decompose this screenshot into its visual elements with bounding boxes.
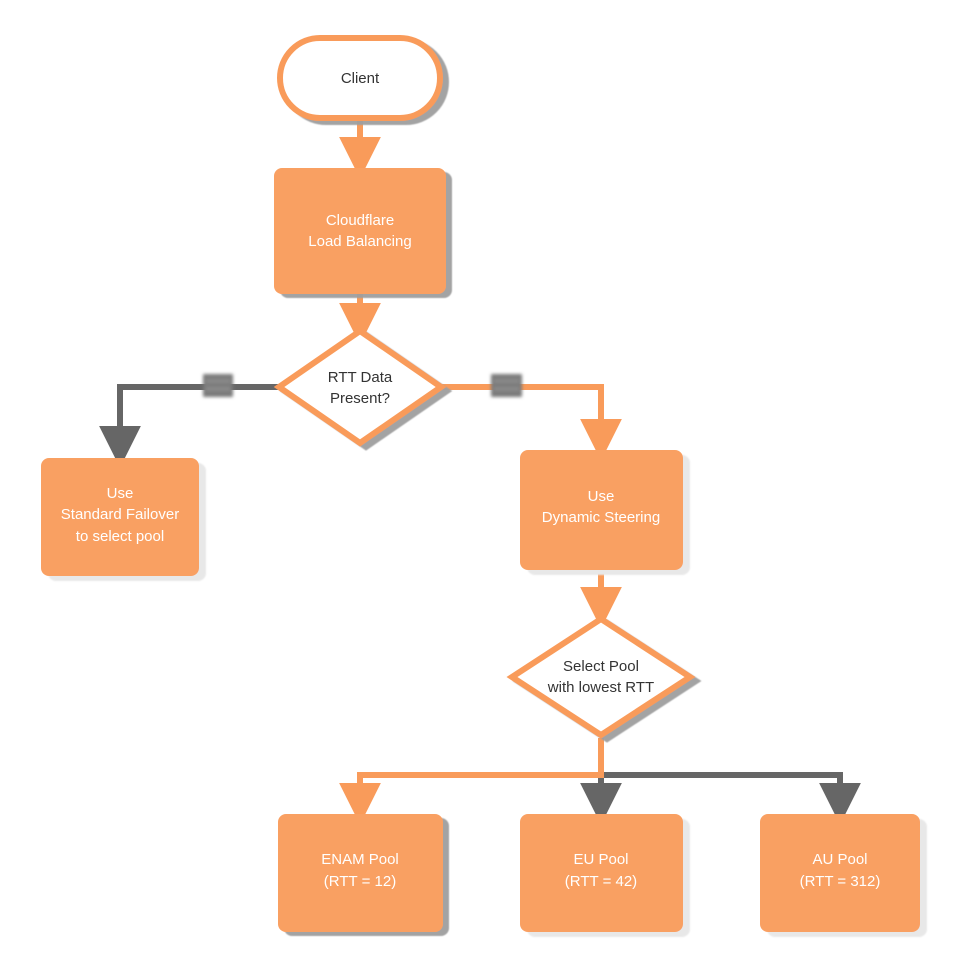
- dynamic-steering-label-line1: Use: [588, 488, 615, 505]
- enam-paren-close: ): [391, 873, 396, 890]
- edge-label-yes: [491, 374, 522, 397]
- cloudflare-load-balancing-shape: [274, 168, 446, 294]
- edge-label-yes-strip-a: [494, 379, 519, 383]
- enam-pool-label-line2: (RTT = 12): [324, 873, 396, 890]
- enam-pool-shape: [278, 814, 443, 932]
- au-pool-label-line1: AU Pool: [812, 851, 867, 868]
- edge-label-layer: [203, 374, 522, 397]
- rtt-data-present-label-line1: RTT Data: [328, 369, 393, 386]
- eu-pool-node[interactable]: EU Pool (RTT = 42): [520, 814, 683, 932]
- rtt-data-present-label-line2: Present?: [330, 390, 390, 407]
- client-node[interactable]: Client: [277, 35, 443, 121]
- node-layer: Client Cloudflare Load Balancing RTT Dat…: [41, 35, 920, 932]
- au-pool-label-line2: (RTT = 312): [800, 873, 881, 890]
- select-pool-shape: [506, 615, 696, 739]
- client-label: Client: [341, 70, 380, 87]
- enam-rtt-value: RTT = 12: [329, 873, 391, 890]
- dynamic-steering-label-line2: Dynamic Steering: [542, 509, 660, 526]
- standard-failover-label-line3: to select pool: [76, 528, 164, 545]
- au-pool-shape: [760, 814, 920, 932]
- dynamic-steering-node[interactable]: Use Dynamic Steering: [520, 450, 683, 570]
- enam-paren-open: (: [324, 873, 329, 890]
- edge-label-no-strip-b: [206, 387, 230, 391]
- rtt-data-present-decision[interactable]: RTT Data Present?: [273, 327, 447, 447]
- edge-select-pool-to-au: [601, 772, 861, 825]
- rtt-data-present-shape: [273, 327, 447, 447]
- eu-pool-shape: [520, 814, 683, 932]
- enam-pool-node[interactable]: ENAM Pool (RTT = 12): [278, 814, 443, 932]
- au-pool-node[interactable]: AU Pool (RTT = 312): [760, 814, 920, 932]
- edge-label-yes-box: [491, 374, 522, 397]
- select-pool-label-line2: with lowest RTT: [547, 679, 654, 696]
- edge-decision-to-standard-failover: [99, 384, 282, 468]
- standard-failover-shape: [41, 458, 199, 576]
- cloudflare-load-balancing-label-line2: Load Balancing: [308, 233, 411, 250]
- cloudflare-load-balancing-node[interactable]: Cloudflare Load Balancing: [274, 168, 446, 294]
- edge-label-yes-strip-b: [494, 387, 519, 391]
- standard-failover-label-line2: Standard Failover: [61, 506, 179, 523]
- dynamic-steering-shape: [520, 450, 683, 570]
- edge-select-pool-to-enam: [339, 738, 604, 825]
- eu-pool-label-line1: EU Pool: [573, 851, 628, 868]
- edge-label-no-box: [203, 374, 233, 397]
- enam-pool-label-line1: ENAM Pool: [321, 851, 399, 868]
- cloudflare-load-balancing-label-line1: Cloudflare: [326, 212, 394, 229]
- edge-label-no: [203, 374, 233, 397]
- eu-pool-label-line2: (RTT = 42): [565, 873, 637, 890]
- edge-label-no-strip-a: [206, 379, 230, 383]
- select-pool-label-line1: Select Pool: [563, 658, 639, 675]
- client-shape: [277, 35, 443, 121]
- standard-failover-node[interactable]: Use Standard Failover to select pool: [41, 458, 199, 576]
- select-pool-lowest-rtt-decision[interactable]: Select Pool with lowest RTT: [506, 615, 696, 739]
- standard-failover-label-line1: Use: [107, 485, 134, 502]
- edge-layer: [99, 118, 861, 825]
